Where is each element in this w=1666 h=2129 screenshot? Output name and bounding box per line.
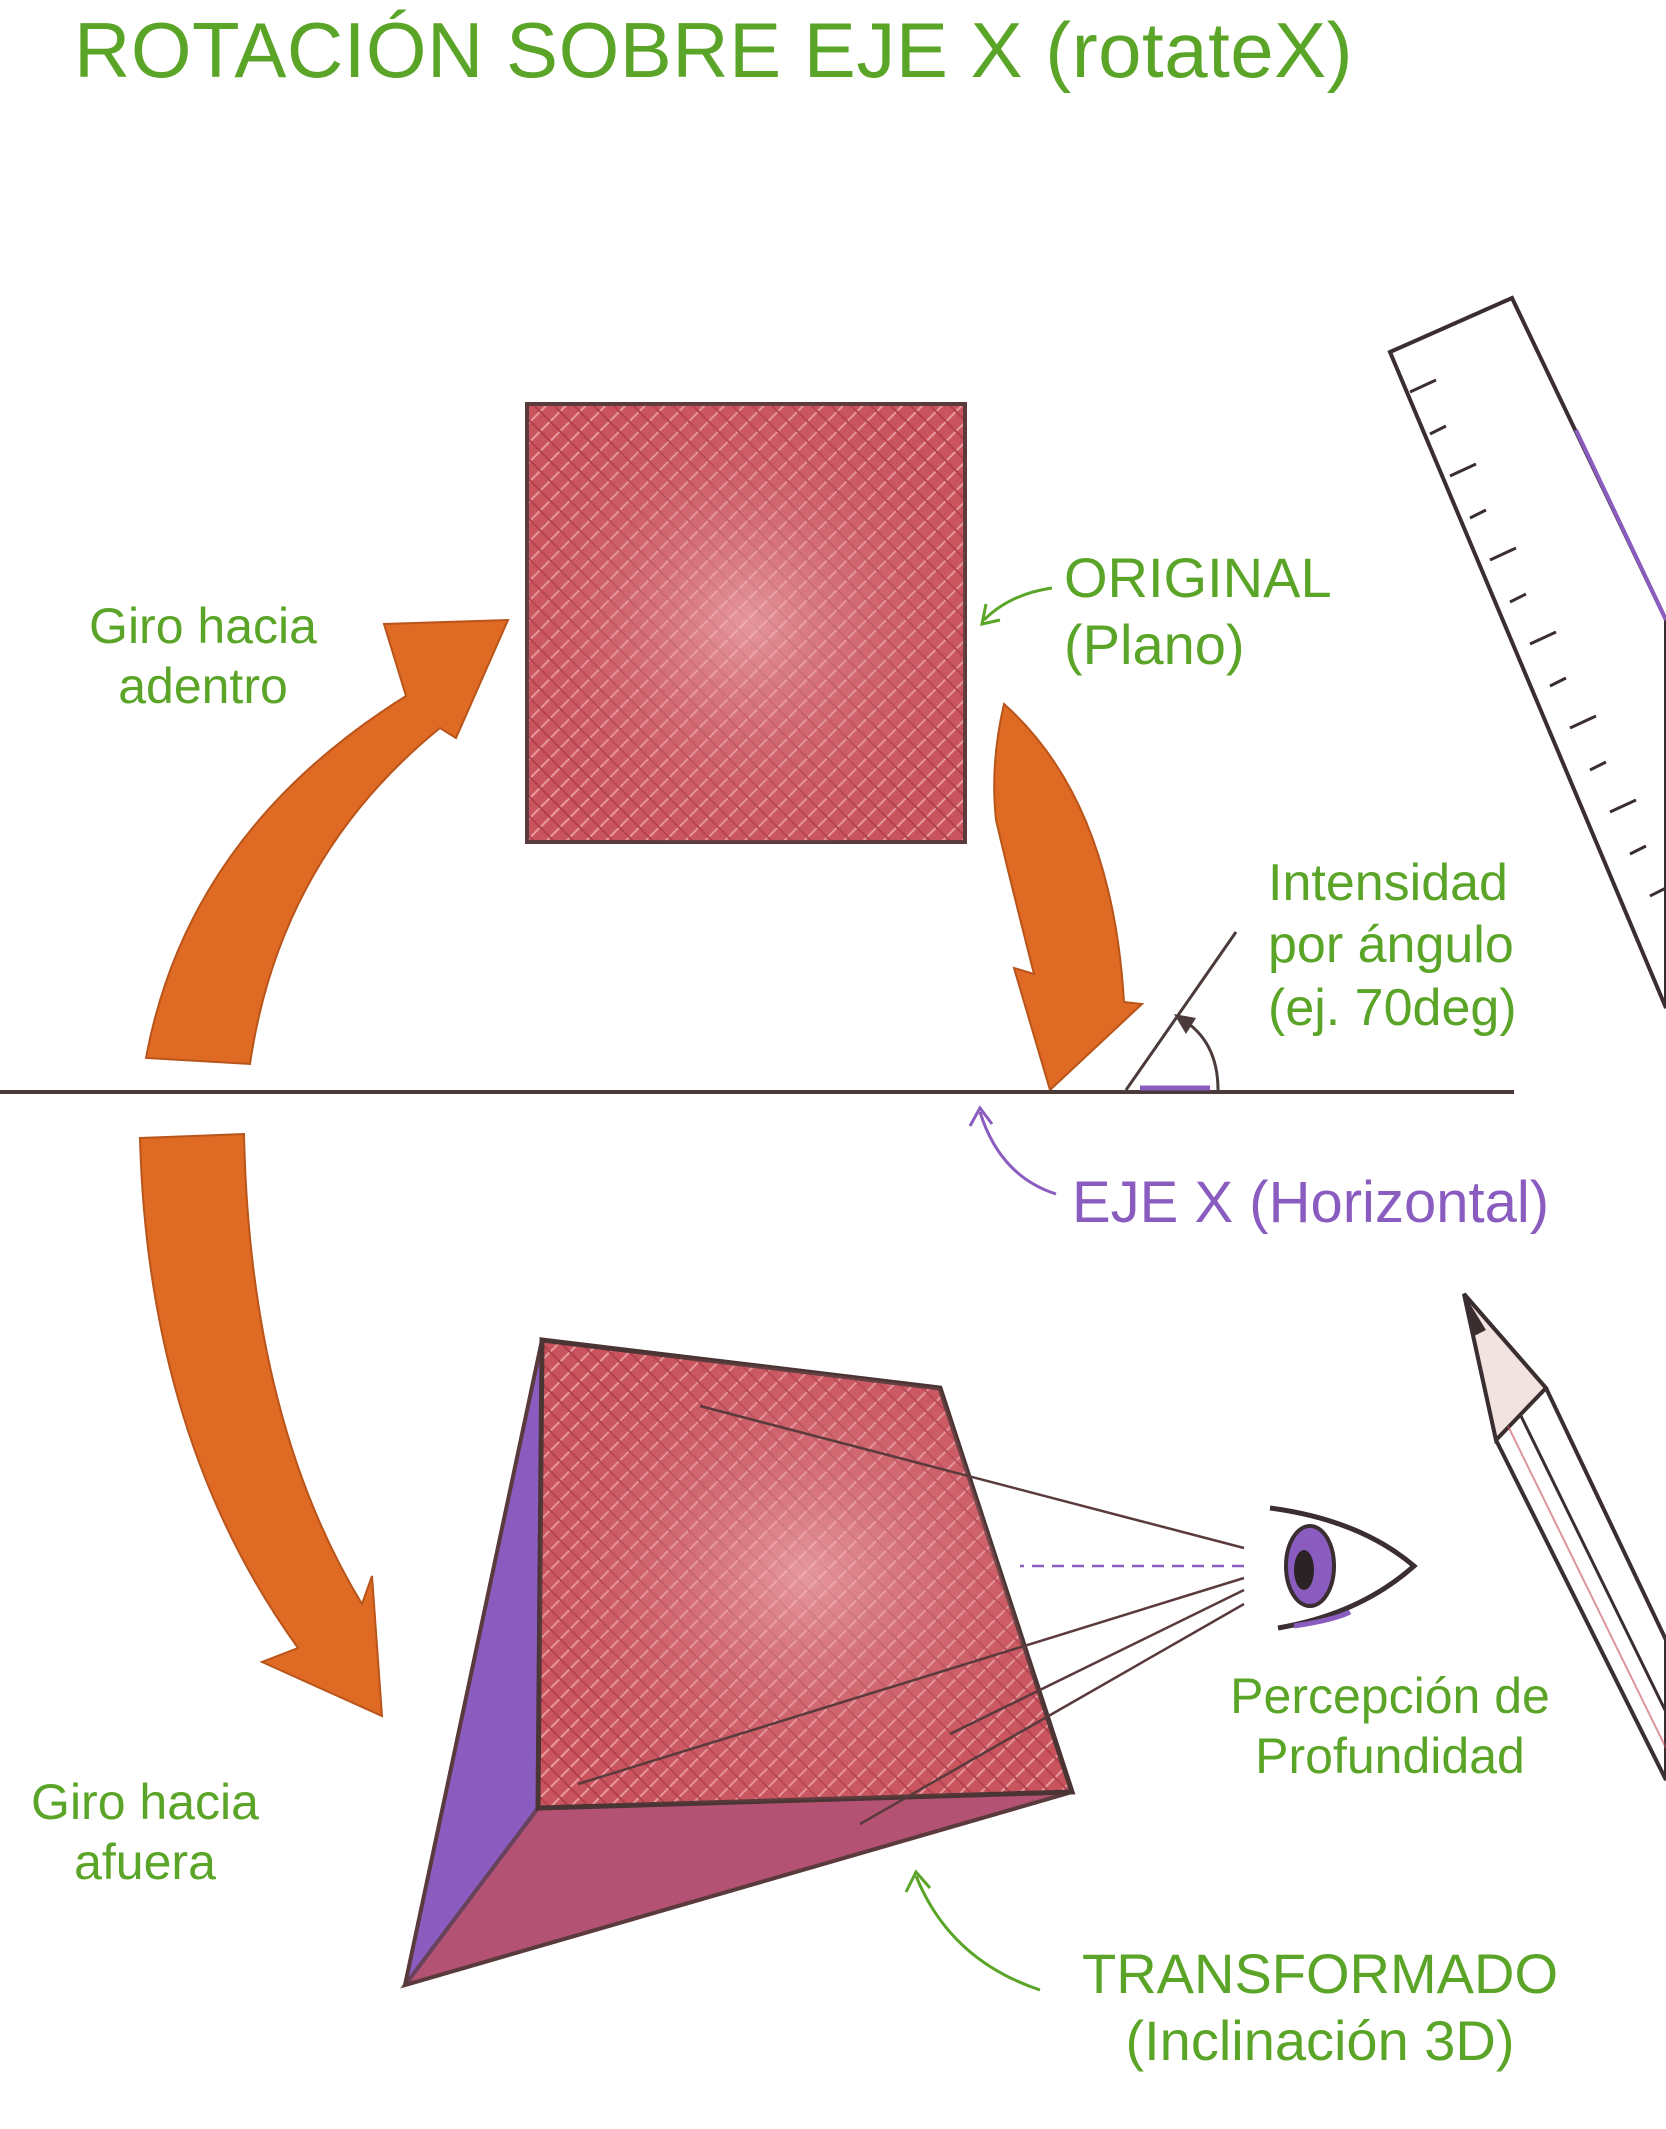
angle-label-line3: (ej. 70deg) (1268, 978, 1517, 1037)
original-callout-arrow (982, 586, 1053, 622)
inward-label-line2: adentro (118, 658, 288, 714)
ruler-icon (1387, 295, 1666, 1009)
axis-label: EJE X (Horizontal) (1072, 1170, 1550, 1235)
angle-label: Intensidad por ángulo (ej. 70deg) (1268, 852, 1517, 1039)
inward-rotation-label: Giro hacia adentro (68, 596, 338, 716)
outward-label-line1: Giro hacia (31, 1774, 259, 1830)
transformed-callout-head (904, 1869, 932, 1893)
original-label-line1: ORIGINAL (1064, 546, 1332, 609)
axis-callout-head (968, 1105, 994, 1127)
transformed-label-line1: TRANSFORMADO (1082, 1942, 1558, 2005)
angle-label-line2: por ángulo (1268, 916, 1514, 975)
pencil-icon (1462, 1292, 1666, 1781)
depth-perception-label: Percepción de Profundidad (1200, 1666, 1580, 1786)
angle-indicator (1124, 931, 1238, 1091)
outward-arrow (138, 1132, 384, 1718)
inward-label-line1: Giro hacia (89, 598, 317, 654)
axis-callout-arrow (978, 1111, 1057, 1196)
angle-label-line1: Intensidad (1268, 854, 1508, 912)
original-callout-head (980, 603, 1001, 626)
tilt-arrow (993, 702, 1145, 1092)
transformed-callout-arrow (914, 1875, 1041, 1992)
original-label: ORIGINAL (Plano) (1064, 544, 1332, 678)
original-label-line2: (Plano) (1064, 613, 1245, 677)
depth-label-line2: Profundidad (1255, 1728, 1525, 1784)
original-square (525, 402, 967, 844)
depth-label-line1: Percepción de (1230, 1668, 1550, 1724)
transformed-label: TRANSFORMADO (Inclinación 3D) (1060, 1940, 1580, 2074)
sight-lines (577, 1404, 1245, 1826)
transformed-square (399, 1337, 1076, 1989)
transformed-label-line2: (Inclinación 3D) (1125, 2009, 1515, 2073)
outward-rotation-label: Giro hacia afuera (10, 1772, 280, 1892)
eye-icon (1269, 1505, 1418, 1631)
outward-label-line2: afuera (74, 1834, 216, 1890)
page-title: ROTACIÓN SOBRE EJE X (rotateX) (74, 6, 1354, 94)
inward-arrow (144, 618, 510, 1066)
